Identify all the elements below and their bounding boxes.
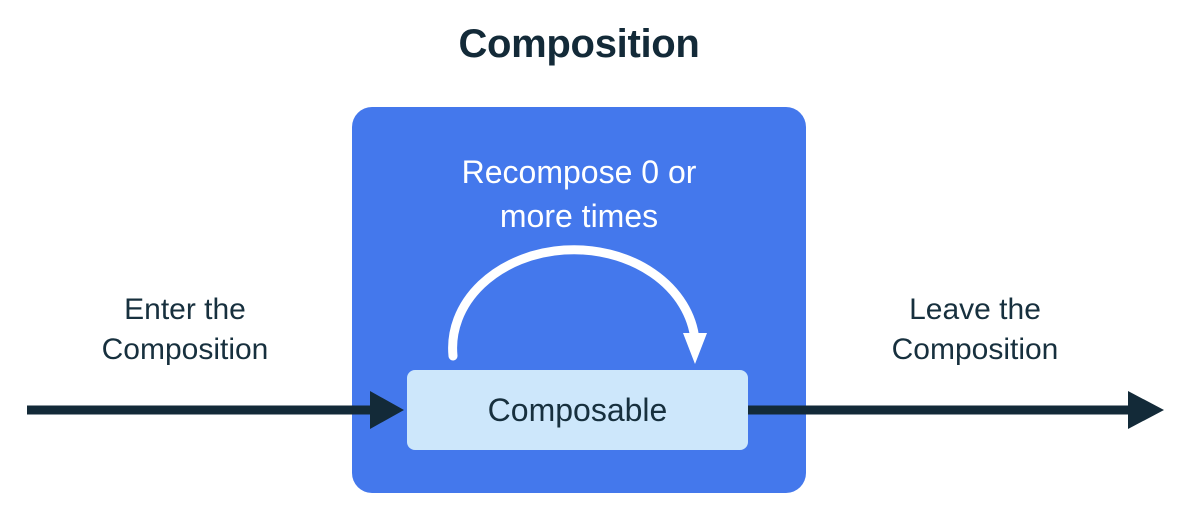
recompose-label-line-2: more times — [499, 198, 659, 234]
page-title: Composition — [458, 22, 700, 66]
composable-node — [407, 370, 748, 450]
leave-caption-line-2: Composition — [891, 333, 1059, 366]
composable-label: Composable — [487, 391, 668, 428]
leave-caption-line-1: Leave the — [909, 293, 1041, 326]
leave-composition-caption: Leave the Composition — [830, 290, 1120, 370]
recompose-label-line-1: Recompose 0 or — [461, 154, 697, 190]
arrow-right-icon-leave — [748, 391, 1164, 429]
recompose-label: Recompose 0 or more times — [352, 150, 806, 238]
enter-composition-caption: Enter the Composition — [40, 290, 330, 370]
enter-caption-line-2: Composition — [101, 333, 269, 366]
arrow-right-icon-enter — [27, 391, 404, 429]
enter-caption-line-1: Enter the — [124, 293, 246, 326]
